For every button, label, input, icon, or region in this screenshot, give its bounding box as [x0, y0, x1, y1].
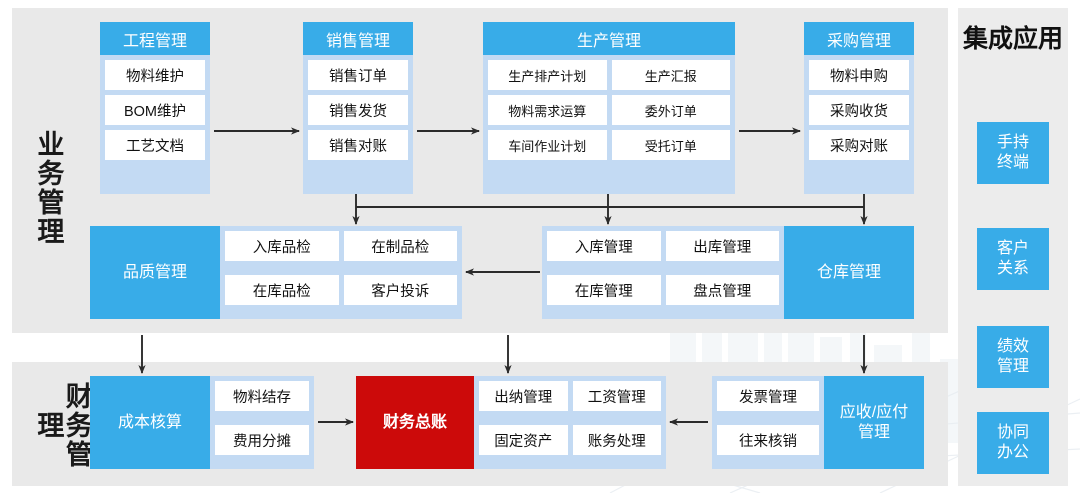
module-warehouse-item[interactable]: 入库管理 [547, 231, 661, 261]
module-ledger[interactable]: 财务总账 出纳管理 工资管理 固定资产 账务处理 [356, 376, 666, 469]
module-production-item[interactable]: 车间作业计划 [488, 130, 607, 160]
module-purchase[interactable]: 采购管理 物料申购 采购收货 采购对账 [804, 22, 914, 194]
module-quality-title: 品质管理 [90, 226, 220, 319]
module-warehouse[interactable]: 入库管理 出库管理 在库管理 盘点管理 仓库管理 [542, 226, 914, 319]
module-purchase-item[interactable]: 采购收货 [809, 95, 909, 125]
module-production-item[interactable]: 生产排产计划 [488, 60, 607, 90]
module-cost-title: 成本核算 [90, 376, 210, 469]
module-production-item[interactable]: 物料需求运算 [488, 95, 607, 125]
module-production-title: 生产管理 [483, 22, 735, 55]
module-sales-item[interactable]: 销售订单 [308, 60, 408, 90]
app-tile-handheld[interactable]: 手持 终端 [977, 122, 1049, 184]
module-quality[interactable]: 品质管理 入库品检 在制品检 在库品检 客户投诉 [90, 226, 462, 319]
module-production-item[interactable]: 受托订单 [611, 130, 730, 160]
module-purchase-title: 采购管理 [804, 22, 914, 55]
module-cost-item[interactable]: 费用分摊 [215, 425, 309, 455]
module-quality-item[interactable]: 在制品检 [343, 231, 457, 261]
app-tile-performance[interactable]: 绩效 管理 [977, 326, 1049, 388]
module-production[interactable]: 生产管理 生产排产计划 生产汇报 物料需求运算 委外订单 车间作业计划 受托订单 [483, 22, 735, 194]
module-engineering-item[interactable]: BOM维护 [105, 95, 205, 125]
module-sales[interactable]: 销售管理 销售订单 销售发货 销售对账 [303, 22, 413, 194]
module-cost-item[interactable]: 物料结存 [215, 381, 309, 411]
module-receivable[interactable]: 发票管理 往来核销 应收/应付 管理 [712, 376, 924, 469]
module-purchase-item[interactable]: 物料申购 [809, 60, 909, 90]
module-receivable-item[interactable]: 发票管理 [717, 381, 819, 411]
module-warehouse-item[interactable]: 在库管理 [547, 275, 661, 305]
module-quality-item[interactable]: 在库品检 [225, 275, 339, 305]
module-quality-item[interactable]: 客户投诉 [343, 275, 457, 305]
module-warehouse-item[interactable]: 出库管理 [665, 231, 779, 261]
module-sales-item[interactable]: 销售对账 [308, 130, 408, 160]
module-ledger-item[interactable]: 固定资产 [479, 425, 568, 455]
module-engineering-item[interactable]: 物料维护 [105, 60, 205, 90]
module-warehouse-title: 仓库管理 [784, 226, 914, 319]
module-engineering[interactable]: 工程管理 物料维护 BOM维护 工艺文档 [100, 22, 210, 194]
module-engineering-title: 工程管理 [100, 22, 210, 55]
app-tile-crm[interactable]: 客户 关系 [977, 228, 1049, 290]
module-ledger-title: 财务总账 [356, 376, 474, 469]
module-production-item[interactable]: 生产汇报 [611, 60, 730, 90]
module-quality-item[interactable]: 入库品检 [225, 231, 339, 261]
business-section-label: 业务管理 [33, 130, 64, 246]
app-tile-oa[interactable]: 协同 办公 [977, 412, 1049, 474]
module-sales-title: 销售管理 [303, 22, 413, 55]
module-engineering-item[interactable]: 工艺文档 [105, 130, 205, 160]
module-ledger-item[interactable]: 账务处理 [572, 425, 661, 455]
module-cost[interactable]: 成本核算 物料结存 费用分摊 [90, 376, 314, 469]
module-warehouse-item[interactable]: 盘点管理 [665, 275, 779, 305]
module-receivable-title: 应收/应付 管理 [824, 376, 924, 469]
integrated-apps-title: 集成应用 [962, 25, 1063, 53]
module-ledger-item[interactable]: 工资管理 [572, 381, 661, 411]
module-receivable-item[interactable]: 往来核销 [717, 425, 819, 455]
module-ledger-item[interactable]: 出纳管理 [479, 381, 568, 411]
module-production-item[interactable]: 委外订单 [611, 95, 730, 125]
module-purchase-item[interactable]: 采购对账 [809, 130, 909, 160]
finance-section-label: 财务管理 [33, 381, 92, 469]
module-sales-item[interactable]: 销售发货 [308, 95, 408, 125]
